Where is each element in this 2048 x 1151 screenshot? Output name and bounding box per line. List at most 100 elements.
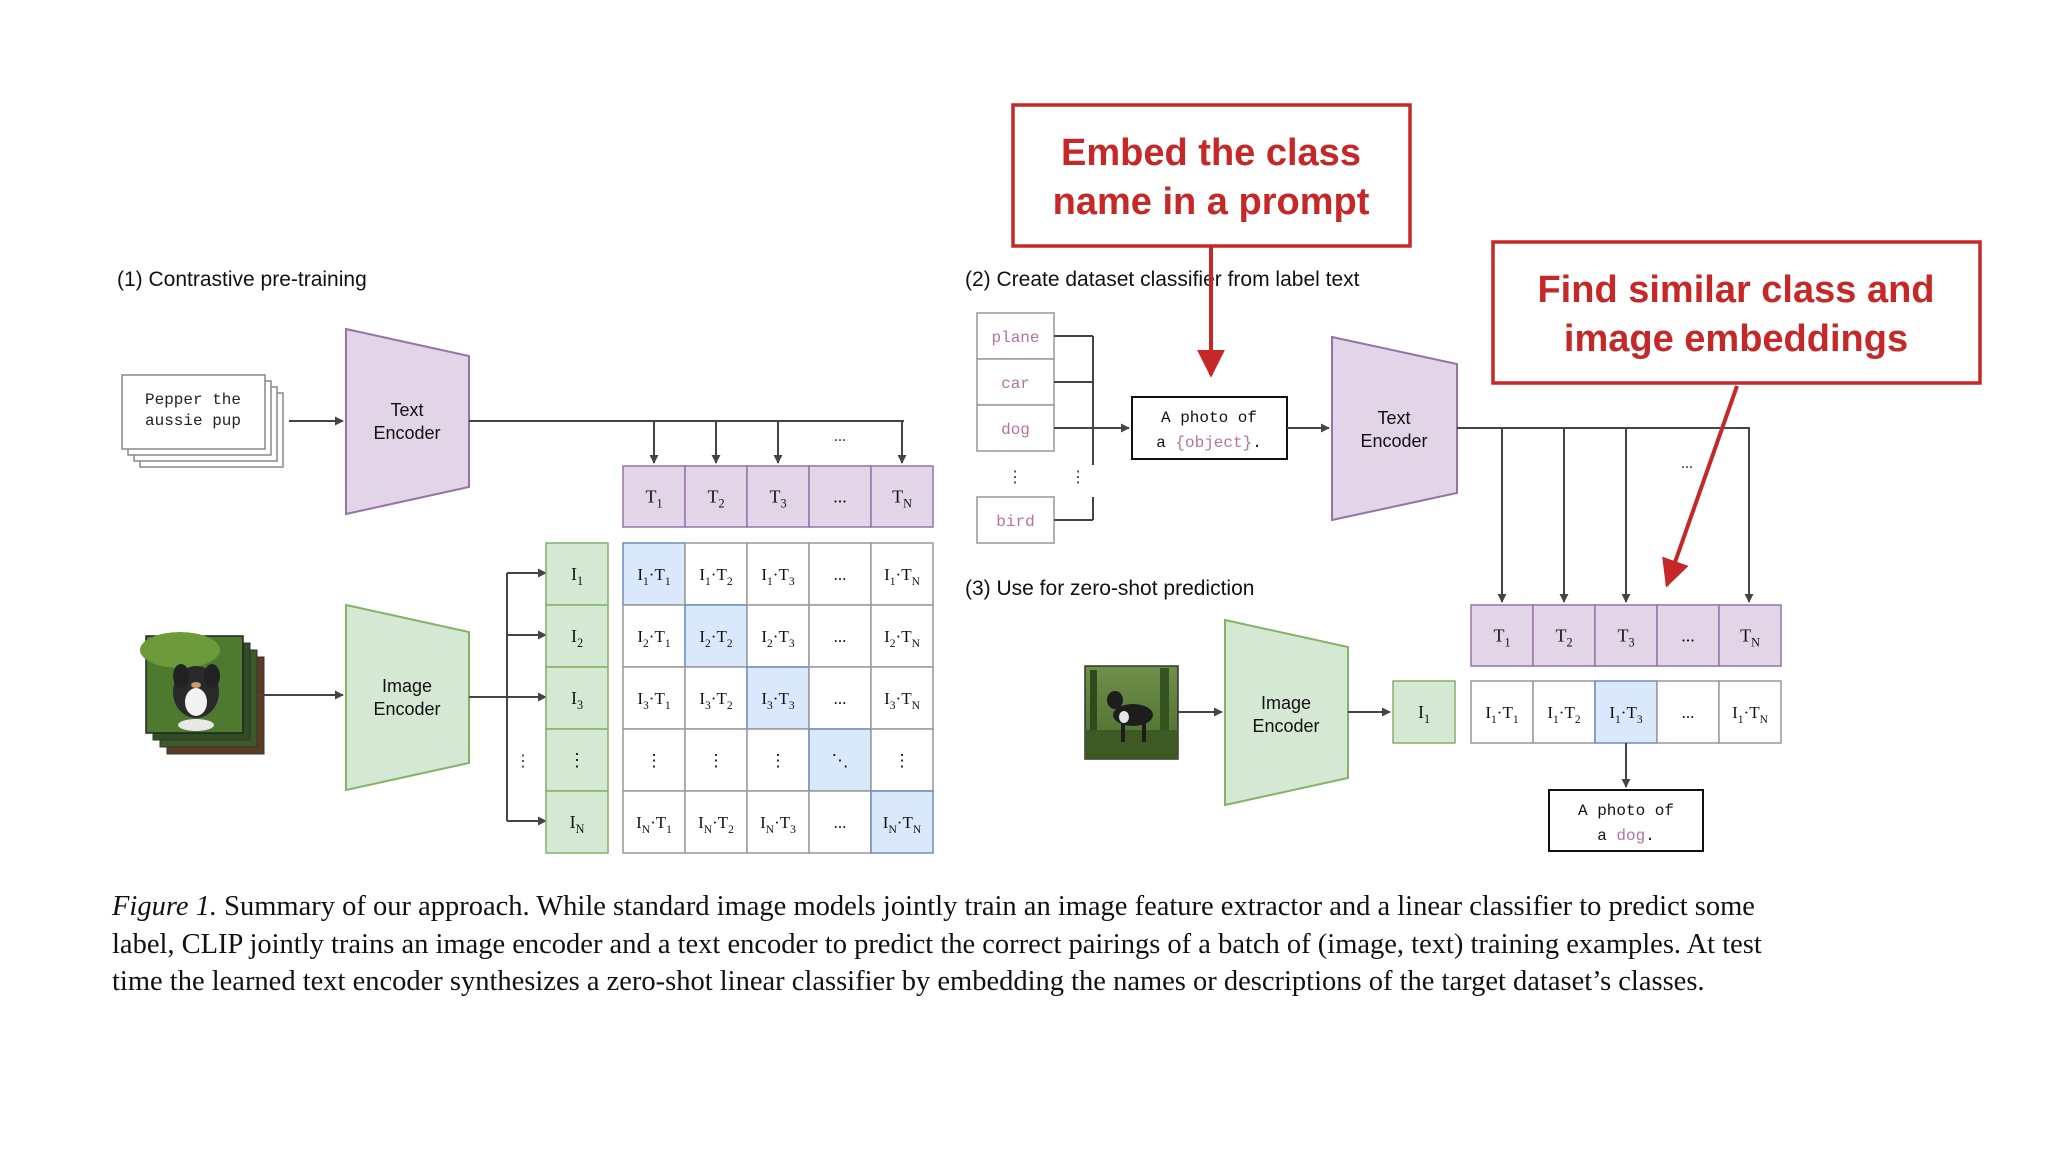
find-callout-box	[1491, 240, 1982, 385]
text-embedding-t5	[870, 465, 934, 528]
embed-callout-line-2: name in a prompt	[1053, 181, 1370, 223]
class-embedding-t3-label: T3​	[1617, 626, 1634, 650]
image-embedding-i4-label: ⋮	[568, 750, 586, 770]
text-encoder-1	[345, 327, 470, 516]
similarity-cell-3-4-label: ...	[834, 689, 847, 708]
class-embedding-t1	[1470, 604, 1534, 667]
image-embedding-i3	[545, 666, 609, 730]
similarity-cell-3-3-label: I3​·T3​	[761, 689, 795, 712]
similarity-cell-3-2-label: I3​·T2​	[699, 689, 733, 712]
image-embedding-i1-label: I1​	[571, 564, 583, 588]
similarity-cell-4-4	[808, 728, 872, 792]
similarity-cell-1-5-label: I1​·TN​	[884, 565, 921, 588]
class-label-dog	[976, 404, 1055, 452]
zeroshot-score-5	[1718, 680, 1782, 744]
text-encoder-1-label-1: Text	[390, 400, 423, 420]
prediction-result-box	[1548, 789, 1704, 852]
prompt-line-1: A photo of	[1161, 409, 1257, 427]
image-encoder-1-label-1: Image	[382, 676, 432, 696]
similarity-cell-5-4-label: ...	[834, 813, 847, 832]
text-embedding-t4	[808, 465, 872, 528]
similarity-cell-4-4-label: ⋱	[832, 751, 849, 770]
embed-callout-box	[1011, 103, 1412, 248]
image-embedding-i2-label: I2​	[571, 626, 583, 650]
text-encoder-1-label-2: Encoder	[373, 423, 440, 443]
class-embedding-t1-label: T1​	[1493, 626, 1510, 650]
similarity-cell-3-1-label: I3​·T1​	[637, 689, 671, 712]
similarity-cell-5-3-label: IN​·T3​	[760, 813, 796, 836]
text-embedding-t5-label: TN​	[892, 487, 912, 511]
image-embedding-i2	[545, 604, 609, 668]
image-embedding-i4	[545, 728, 609, 792]
class-label-car-label: car	[1001, 375, 1030, 393]
class-embedding-t5	[1718, 604, 1782, 667]
similarity-cell-5-2-label: IN​·T2​	[698, 813, 734, 836]
image-encoder-2	[1224, 618, 1349, 807]
find-callout-arrow	[1662, 385, 1739, 588]
similarity-cell-5-1	[622, 790, 686, 854]
result-line-2: a dog.	[1597, 827, 1655, 845]
text-encoder-2	[1331, 335, 1458, 522]
image-embedding-i1	[545, 542, 609, 606]
similarity-cell-3-2	[684, 666, 748, 730]
section1-arrow-ellipsis: ...	[834, 428, 846, 445]
similarity-cell-2-1-label: I2​·T1​	[637, 627, 671, 650]
similarity-cell-3-5	[870, 666, 934, 730]
caption-card-stack: Pepper the aussie pup	[121, 374, 284, 468]
similarity-cell-5-1-label: IN​·T1​	[636, 813, 672, 836]
class-embedding-t2-label: T2​	[1555, 626, 1572, 650]
similarity-cell-2-3-label: I2​·T3​	[761, 627, 795, 650]
result-word: dog	[1616, 827, 1645, 845]
image-embedding-i1-zeroshot-label: I1​	[1418, 702, 1430, 726]
text-embedding-t2-label: T2​	[707, 487, 724, 511]
dog-photo-stack	[140, 632, 265, 755]
text-embedding-t1-label: T1​	[645, 487, 662, 511]
similarity-cell-2-5-label: I2​·TN​	[884, 627, 921, 650]
image-encoder-2-label-2: Encoder	[1252, 716, 1319, 736]
dog-photo	[1084, 665, 1179, 760]
class-embedding-t4-label: ...	[1681, 626, 1695, 646]
find-callout-line-2: image embeddings	[1564, 318, 1908, 360]
prompt-line-2: a {object}.	[1156, 434, 1262, 452]
class-embedding-t3	[1594, 604, 1658, 667]
similarity-cell-3-5-label: I3​·TN​	[884, 689, 921, 712]
figure-caption: Figure 1. Summary of our approach. While…	[112, 888, 1772, 1001]
similarity-cell-5-4	[808, 790, 872, 854]
image-encoder-2-label-1: Image	[1261, 693, 1311, 713]
section3-arrow-ellipsis: ...	[1681, 455, 1693, 472]
section1-side-ellipsis: ⋮	[515, 753, 531, 770]
similarity-cell-1-3-label: I1​·T3​	[761, 565, 795, 588]
class-label-dog-label: dog	[1001, 421, 1030, 439]
image-embedding-i5	[545, 790, 609, 854]
zeroshot-score-5-label: I1​·TN​	[1732, 703, 1769, 726]
image-encoder-1	[345, 603, 470, 792]
embed-callout-line-1: Embed the class	[1061, 132, 1361, 174]
similarity-cell-2-4-label: ...	[834, 627, 847, 646]
class-label-bird-label: bird	[996, 513, 1034, 531]
figure-caption-text: Summary of our approach. While standard …	[112, 891, 1762, 997]
label-bracket-ellipsis: ⋮	[1070, 469, 1086, 486]
similarity-cell-5-5	[870, 790, 934, 854]
section2-title: (2) Create dataset classifier from label…	[965, 268, 1360, 291]
figure-label: Figure 1.	[112, 891, 218, 922]
similarity-cell-4-5-label: ⋮	[894, 751, 911, 770]
similarity-cell-1-2-label: I1​·T2​	[699, 565, 733, 588]
zeroshot-score-1-label: I1​·T1​	[1485, 703, 1519, 726]
similarity-cell-1-1	[622, 542, 686, 606]
section3-title: (3) Use for zero-shot prediction	[965, 577, 1254, 600]
image-embedding-i3-label: I3​	[571, 688, 583, 712]
text-embedding-t4-label: ...	[833, 487, 847, 507]
text-encoder-2-label-1: Text	[1377, 408, 1410, 428]
find-callout-line-1: Find similar class and	[1537, 269, 1934, 311]
label-list-ellipsis: ⋮	[1007, 469, 1023, 486]
similarity-cell-4-3-label: ⋮	[770, 751, 787, 770]
similarity-cell-1-4-label: ...	[834, 565, 847, 584]
image-embedding-i5-label: IN​	[570, 812, 585, 836]
text-embedding-t1	[622, 465, 686, 528]
prompt-placeholder: {object}	[1175, 434, 1252, 452]
similarity-cell-2-2-label: I2​·T2​	[699, 627, 733, 650]
text-embedding-t3-label: T3​	[769, 487, 786, 511]
zeroshot-score-2-label: I1​·T2​	[1547, 703, 1581, 726]
class-label-plane-label: plane	[991, 329, 1039, 347]
